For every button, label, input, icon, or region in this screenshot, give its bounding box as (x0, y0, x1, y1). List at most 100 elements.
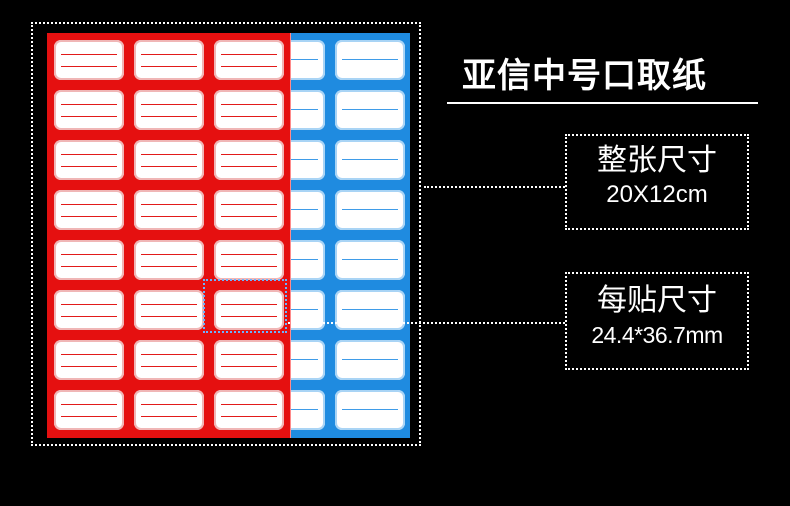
label-writing-line (61, 404, 117, 405)
label-writing-line (61, 254, 117, 255)
label-writing-line (141, 266, 197, 267)
label-cell (214, 340, 284, 380)
single-label-highlight (203, 279, 287, 333)
per-label-size-label: 每贴尺寸 (597, 283, 717, 318)
label-cell (54, 40, 124, 80)
label-writing-line (141, 204, 197, 205)
label-writing-line (61, 204, 117, 205)
title-underline (447, 102, 758, 104)
label-writing-line (61, 266, 117, 267)
label-cell (134, 40, 204, 80)
label-cell (54, 290, 124, 330)
label-writing-line (221, 166, 277, 167)
label-writing-line (61, 304, 117, 305)
label-writing-line (342, 159, 398, 160)
label-writing-line (221, 66, 277, 67)
label-writing-line (342, 259, 398, 260)
label-writing-line (141, 254, 197, 255)
label-cell (335, 90, 405, 130)
label-writing-line (61, 66, 117, 67)
per-label-connector (288, 322, 565, 324)
label-cell (54, 190, 124, 230)
label-writing-line (221, 416, 277, 417)
label-writing-line (61, 154, 117, 155)
label-writing-line (342, 109, 398, 110)
whole-sheet-size-value: 20X12cm (606, 181, 708, 208)
label-writing-line (342, 209, 398, 210)
label-writing-line (221, 154, 277, 155)
label-writing-line (221, 366, 277, 367)
label-cell (214, 140, 284, 180)
label-writing-line (141, 354, 197, 355)
whole-sheet-connector (424, 186, 565, 188)
label-writing-line (221, 204, 277, 205)
label-writing-line (61, 54, 117, 55)
label-cell (54, 140, 124, 180)
label-writing-line (221, 266, 277, 267)
label-writing-line (141, 404, 197, 405)
per-label-size-value: 24.4*36.7mm (591, 322, 723, 348)
label-cell (134, 90, 204, 130)
label-cell (54, 340, 124, 380)
label-cell (214, 290, 284, 330)
label-cell (134, 290, 204, 330)
label-cell (335, 40, 405, 80)
label-cell (134, 340, 204, 380)
label-writing-line (141, 66, 197, 67)
label-cell (335, 390, 405, 430)
label-writing-line (141, 116, 197, 117)
label-writing-line (221, 104, 277, 105)
label-writing-line (141, 216, 197, 217)
label-writing-line (141, 316, 197, 317)
label-writing-line (221, 304, 277, 305)
label-cell (335, 340, 405, 380)
label-writing-line (61, 366, 117, 367)
label-cell (214, 90, 284, 130)
label-writing-line (221, 354, 277, 355)
label-cell (54, 240, 124, 280)
per-label-size-box: 每贴尺寸 24.4*36.7mm (565, 272, 749, 370)
label-cell (335, 140, 405, 180)
label-writing-line (61, 116, 117, 117)
whole-sheet-size-label: 整张尺寸 (597, 143, 717, 178)
label-cell (335, 240, 405, 280)
label-writing-line (141, 304, 197, 305)
label-writing-line (141, 54, 197, 55)
label-writing-line (61, 166, 117, 167)
product-frame (31, 22, 421, 446)
label-writing-line (342, 309, 398, 310)
label-writing-line (141, 104, 197, 105)
label-cell (214, 40, 284, 80)
whole-sheet-size-box: 整张尺寸 20X12cm (565, 134, 749, 230)
label-writing-line (221, 54, 277, 55)
label-writing-line (342, 409, 398, 410)
label-writing-line (141, 366, 197, 367)
label-cell (134, 390, 204, 430)
label-cell (134, 240, 204, 280)
label-writing-line (221, 216, 277, 217)
red-label-sheet (47, 33, 291, 438)
label-writing-line (221, 254, 277, 255)
label-cell (54, 390, 124, 430)
label-writing-line (342, 59, 398, 60)
label-writing-line (141, 154, 197, 155)
label-writing-line (61, 216, 117, 217)
label-cell (335, 290, 405, 330)
label-cell (214, 240, 284, 280)
label-writing-line (141, 166, 197, 167)
label-writing-line (221, 116, 277, 117)
label-cell (54, 90, 124, 130)
label-cell (214, 390, 284, 430)
label-writing-line (221, 404, 277, 405)
label-writing-line (342, 359, 398, 360)
label-writing-line (221, 316, 277, 317)
label-writing-line (61, 104, 117, 105)
label-writing-line (61, 416, 117, 417)
label-cell (214, 190, 284, 230)
label-cell (134, 190, 204, 230)
label-writing-line (61, 316, 117, 317)
label-cell (134, 140, 204, 180)
label-cell (335, 190, 405, 230)
label-writing-line (61, 354, 117, 355)
label-writing-line (141, 416, 197, 417)
